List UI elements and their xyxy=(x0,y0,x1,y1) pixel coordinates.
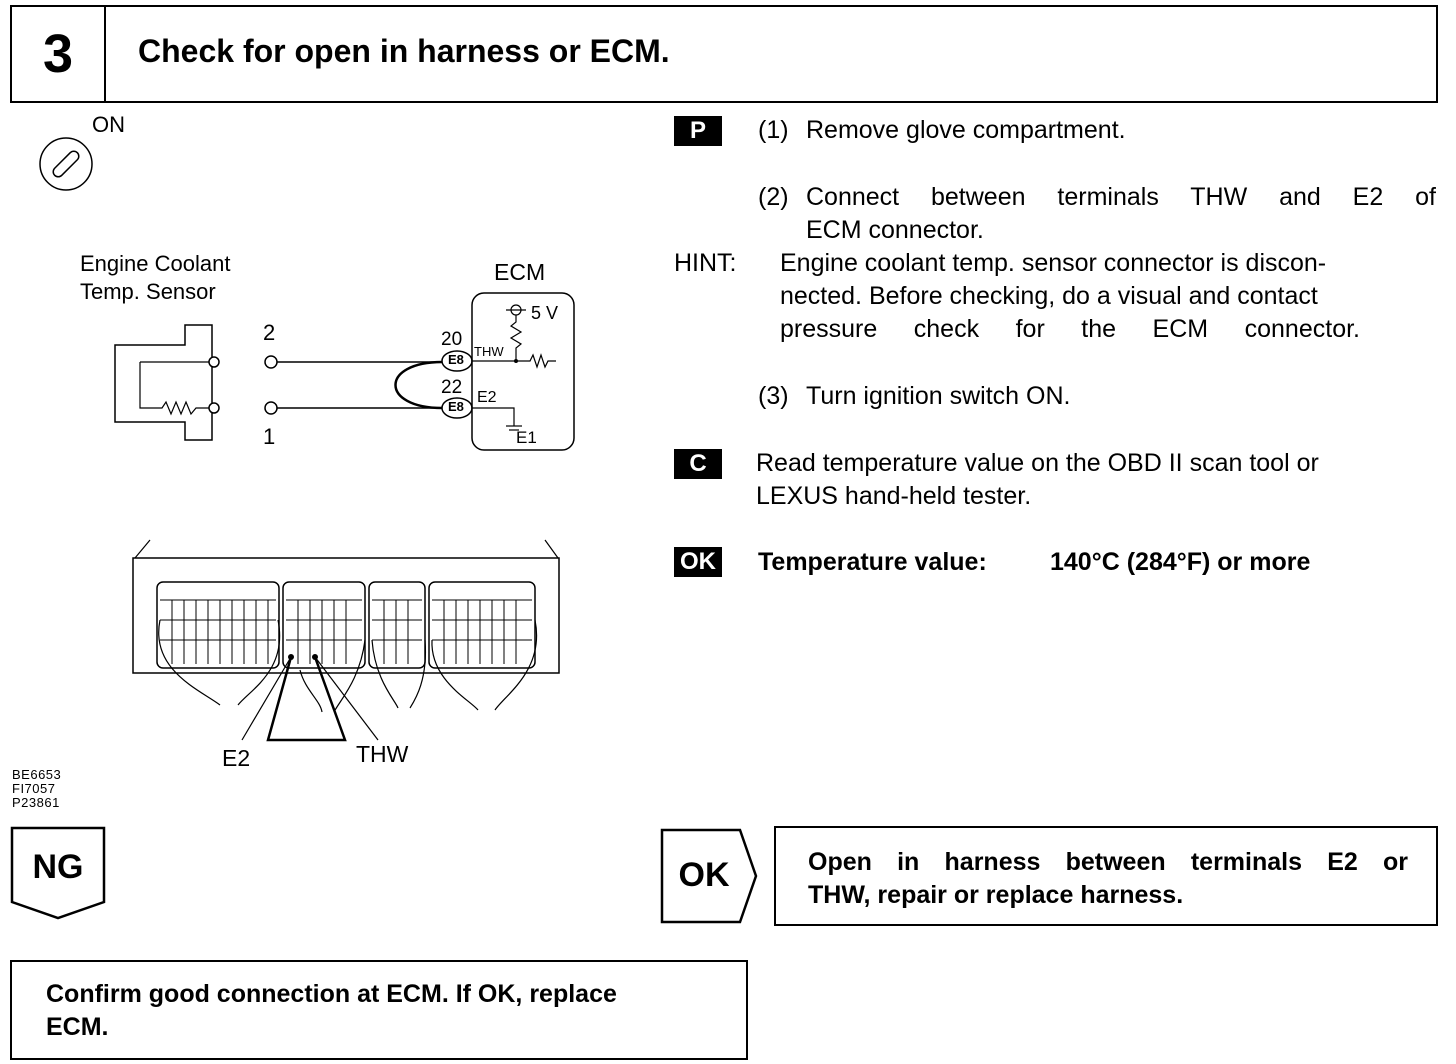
step1-text: Remove glove compartment. xyxy=(806,116,1126,144)
connector-label-thw: THW xyxy=(356,741,409,767)
ok-result-line1: Open in harness between terminals E2 or xyxy=(808,848,1408,876)
step-number: 3 xyxy=(12,7,106,101)
step2-line2: ECM connector. xyxy=(806,216,984,244)
step-header: 3 Check for open in harness or ECM. xyxy=(10,5,1438,103)
step1-num: (1) xyxy=(758,116,789,144)
hint-label: HINT: xyxy=(674,249,737,277)
connector-label-e2: E2 xyxy=(222,745,251,771)
sensor-label-line1: Engine Coolant xyxy=(80,251,231,276)
hint-line3: pressure check for the ECM connector. xyxy=(780,315,1360,343)
p-badge: P xyxy=(674,116,722,146)
step-title: Check for open in harness or ECM. xyxy=(138,33,670,69)
ignition-key-icon xyxy=(39,137,93,191)
ecm-pin-top-connector: E8 xyxy=(448,352,464,367)
ng-arrow xyxy=(10,826,106,920)
ok-label: OK xyxy=(678,856,730,894)
ng-result-box: Confirm good connection at ECM. If OK, r… xyxy=(10,960,748,1060)
ng-label: NG xyxy=(32,848,84,886)
ok-result-box: Open in harness between terminals E2 or … xyxy=(774,826,1438,926)
pin-bottom: 1 xyxy=(263,424,276,449)
pin-top: 2 xyxy=(263,320,276,345)
figure-code: FI7057 xyxy=(12,781,56,796)
check-line2: LEXUS hand-held tester. xyxy=(756,482,1032,510)
ng-result-line1: Confirm good connection at ECM. If OK, r… xyxy=(46,980,617,1008)
ecm-pin-bottom-number: 22 xyxy=(441,377,463,398)
check-line1: Read temperature value on the OBD II sca… xyxy=(756,449,1319,477)
figure-code: P23861 xyxy=(12,795,60,810)
ignition-label: ON xyxy=(92,112,125,137)
hint-line2: nected. Before checking, do a visual and… xyxy=(780,282,1318,310)
voltage-label: 5 V xyxy=(531,303,559,323)
ecm-pin-top-number: 20 xyxy=(441,329,463,350)
ecm-pin-bottom-connector: E8 xyxy=(448,399,464,414)
ok-result-line2: THW, repair or replace harness. xyxy=(808,881,1184,909)
ground-label: E1 xyxy=(516,428,537,447)
ok-arrow xyxy=(660,828,758,924)
hint-line1: Engine coolant temp. sensor connector is… xyxy=(780,249,1327,277)
ecm-label: ECM xyxy=(494,259,546,285)
c-badge: C xyxy=(674,449,722,479)
figure-code: BE6653 xyxy=(12,767,62,782)
step2-num: (2) xyxy=(758,183,789,211)
ecm-pin-top-name: THW xyxy=(474,344,504,359)
step2-line1: Connect between terminals THW and E2 of xyxy=(806,183,1436,211)
ecm-pin-bottom-name: E2 xyxy=(477,389,497,406)
spec-label: Temperature value: xyxy=(758,548,987,576)
step3-num: (3) xyxy=(758,382,789,410)
step3-text: Turn ignition switch ON. xyxy=(806,382,1071,410)
ok-badge: OK xyxy=(674,547,722,577)
ng-result-line2: ECM. xyxy=(46,1013,109,1041)
spec-value: 140°C (284°F) or more xyxy=(1050,548,1311,576)
sensor-label-line2: Temp. Sensor xyxy=(80,279,216,304)
